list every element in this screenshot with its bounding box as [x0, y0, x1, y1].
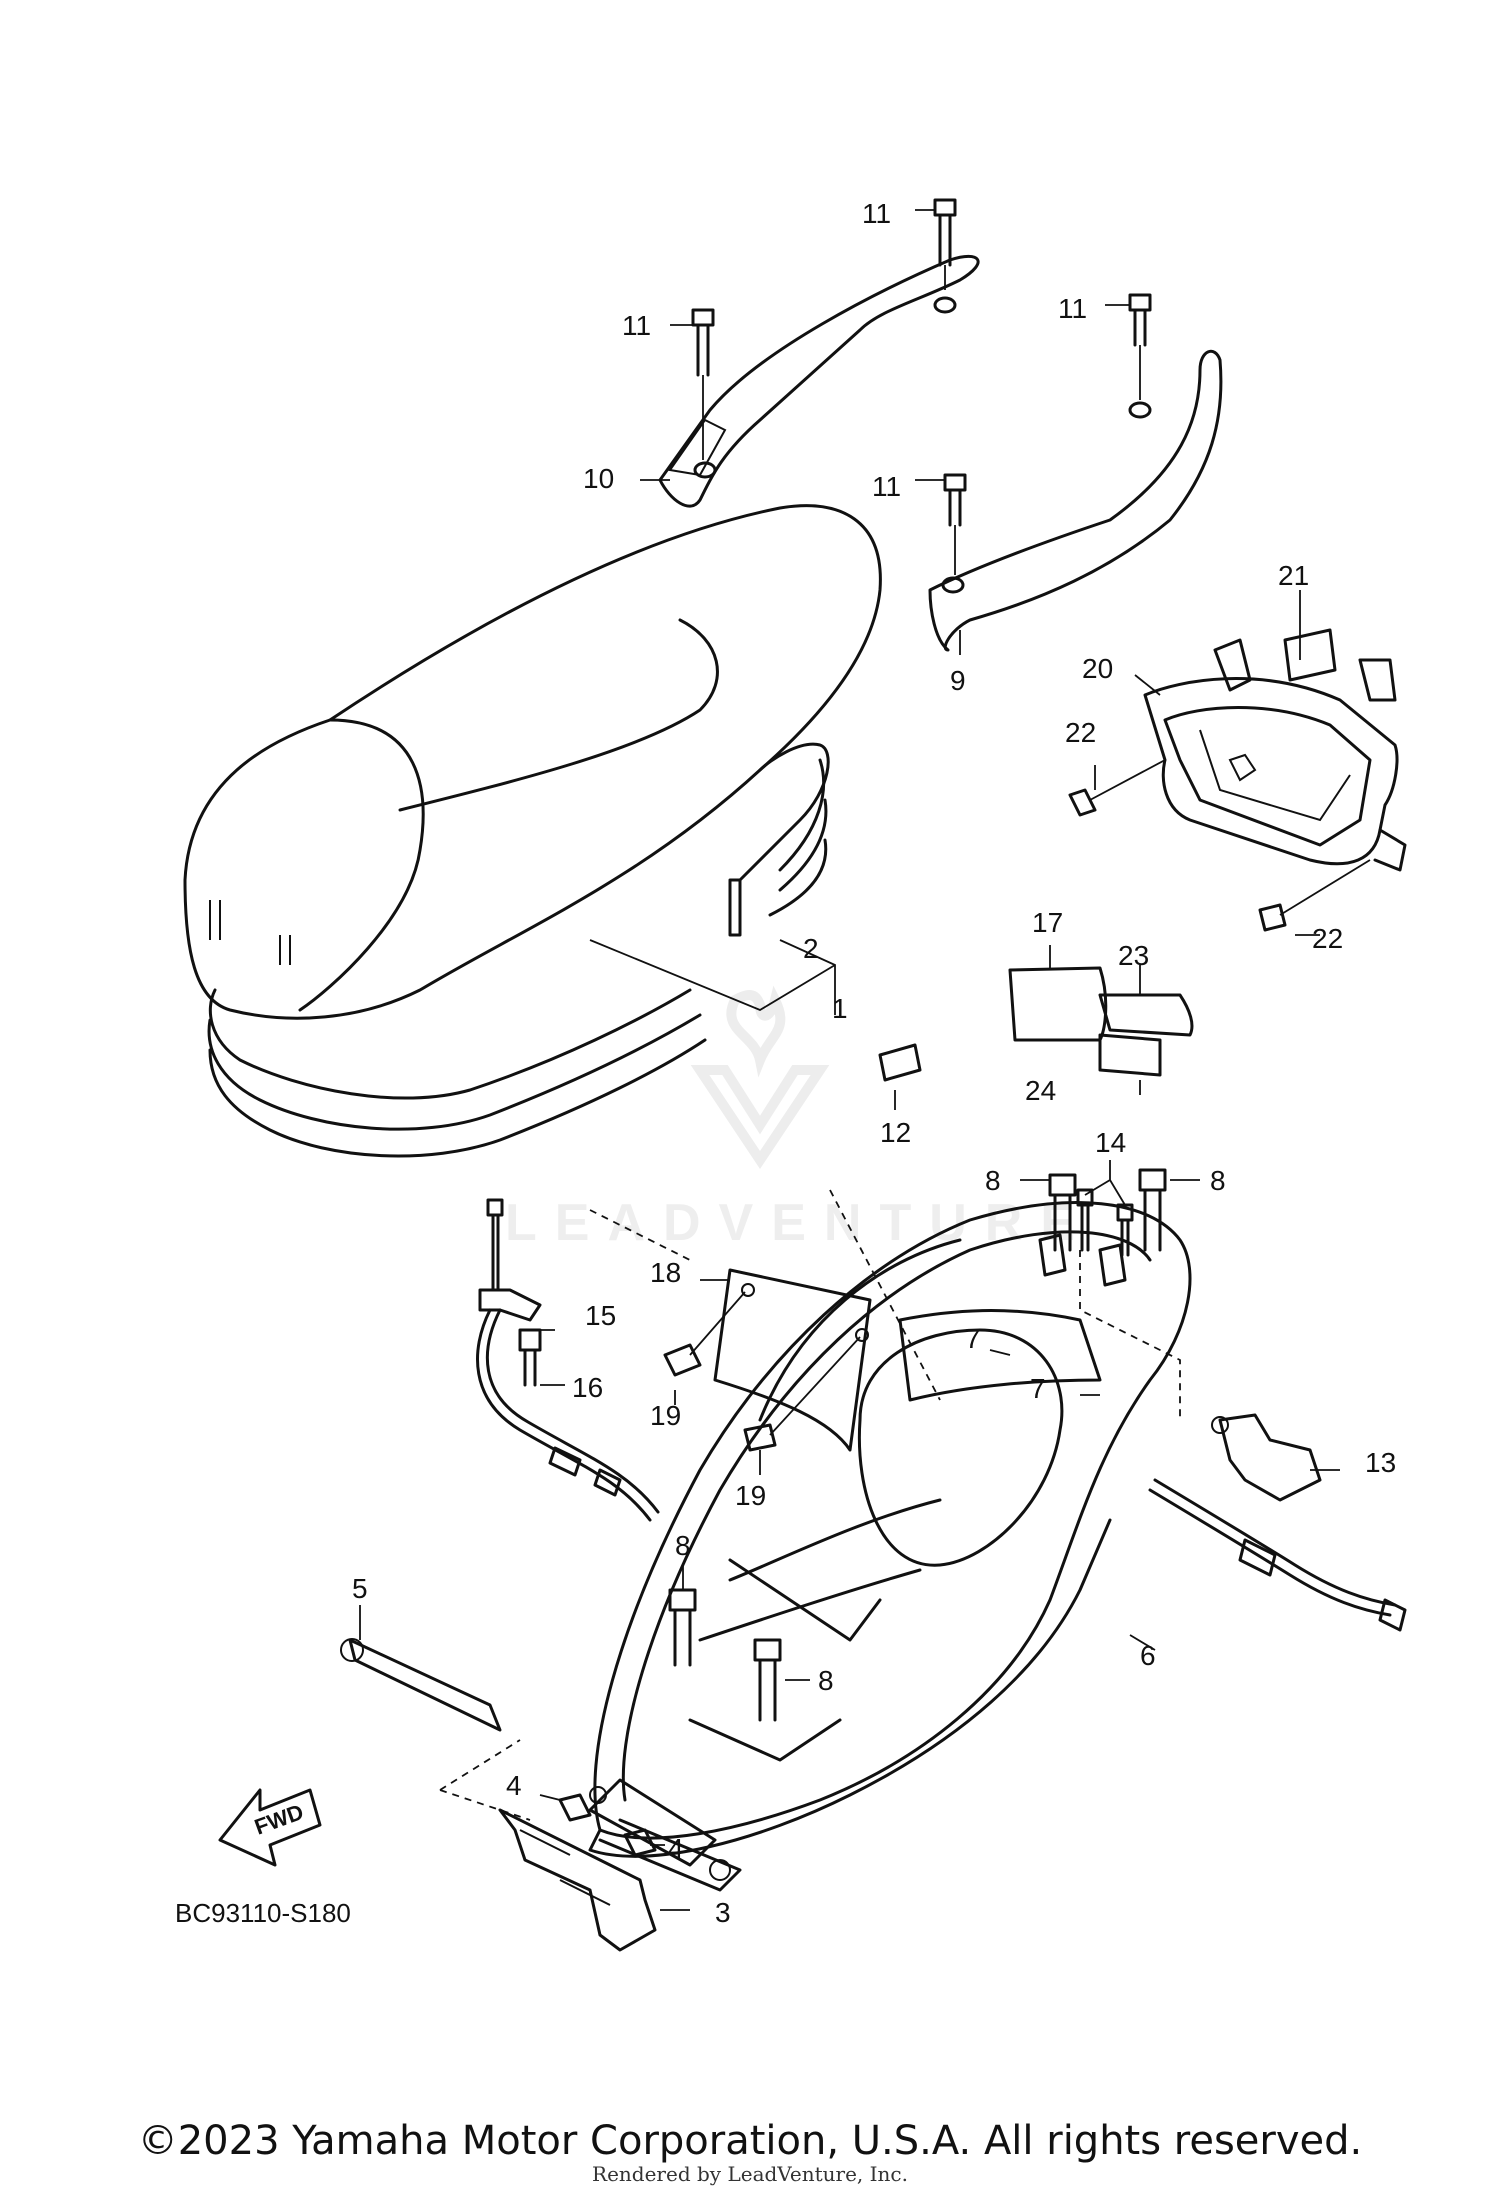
callout-14: 14 [1095, 1127, 1126, 1158]
callout-7: 7 [965, 1323, 981, 1354]
callout-11: 11 [872, 471, 901, 502]
cover-plate [663, 1268, 872, 1452]
callout-18: 18 [650, 1257, 681, 1288]
copyright-notice: ©2023 Yamaha Motor Corporation, U.S.A. A… [137, 2118, 1363, 2164]
callout-5: 5 [352, 1573, 368, 1604]
callout-1: 1 [832, 993, 848, 1024]
callout-11: 11 [1058, 293, 1087, 324]
callout-21: 21 [1278, 560, 1309, 591]
callout-6: 6 [1140, 1640, 1156, 1671]
callout-11: 11 [622, 310, 651, 341]
callout-8: 8 [818, 1665, 834, 1696]
bolt-11-set [691, 198, 1152, 575]
callout-12: 12 [880, 1117, 911, 1148]
bolt-8-set [668, 1168, 1167, 1722]
callout-11: 11 [862, 198, 891, 229]
callout-23: 23 [1118, 940, 1149, 971]
forward-direction-badge: FWD [218, 1788, 322, 1867]
callout-4: 4 [668, 1833, 684, 1864]
callout-4: 4 [506, 1770, 522, 1801]
callout-3: 3 [715, 1897, 731, 1928]
seat-lock-cable [476, 1198, 660, 1522]
callout-8: 8 [1210, 1165, 1226, 1196]
callout-10: 10 [583, 463, 614, 494]
reference-lines [439, 1189, 1181, 1821]
leader-lines [359, 209, 1340, 1911]
callout-2: 2 [803, 933, 819, 964]
callout-19: 19 [735, 1480, 766, 1511]
seat-lock-bracket [1148, 1413, 1407, 1632]
grab-handle-left [658, 255, 980, 508]
watermark-logo: LEADVENTURE [505, 985, 1093, 1252]
seat [183, 504, 882, 1158]
callout-19: 19 [650, 1400, 681, 1431]
light-housing [1068, 628, 1407, 932]
callout-15: 15 [585, 1300, 616, 1331]
diagram-code: BC93110-S180 [175, 1898, 351, 1928]
callout-9: 9 [950, 665, 966, 696]
callout-13: 13 [1365, 1447, 1396, 1478]
screw-14-set [1076, 1188, 1134, 1257]
grab-handle-right [928, 349, 1223, 652]
callout-8: 8 [985, 1165, 1001, 1196]
callout-17: 17 [1032, 907, 1063, 938]
callout-24: 24 [1025, 1075, 1056, 1106]
callout-22: 22 [1065, 717, 1096, 748]
hinge-assembly [340, 1638, 657, 1952]
callout-7: 7 [1030, 1373, 1046, 1404]
rendered-by-note: Rendered by LeadVenture, Inc. [592, 2162, 908, 2186]
watermark-text: LEADVENTURE [505, 1194, 1093, 1252]
callout-8: 8 [675, 1530, 691, 1561]
callout-labels: 11 11 11 11 10 9 21 20 22 22 17 23 24 12… [352, 198, 1396, 1928]
callout-22: 22 [1312, 923, 1343, 954]
callout-20: 20 [1082, 653, 1113, 684]
callout-16: 16 [572, 1372, 603, 1403]
label-stickers [878, 966, 1194, 1082]
